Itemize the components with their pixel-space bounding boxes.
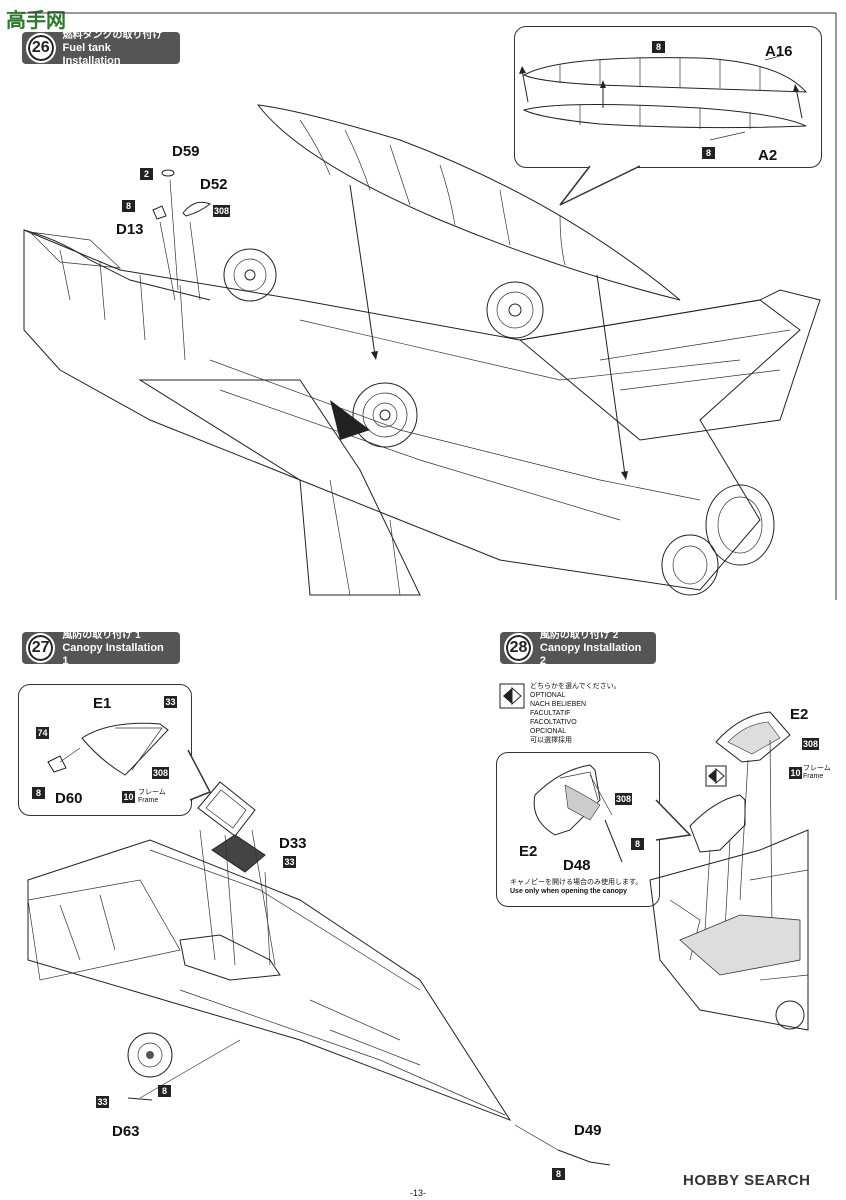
paint-code-308: 308	[802, 738, 820, 750]
optional-line: NACH BELIEBEN	[530, 701, 587, 708]
part-e1: E1	[93, 695, 112, 712]
step-28-header: 28 風防の取り付け 2 Canopy Installation 2	[500, 629, 656, 667]
part-d48: D48	[563, 857, 591, 874]
page-number: -13-	[410, 1188, 427, 1198]
frame-label-jp: フレーム	[138, 789, 166, 796]
part-e2: E2	[519, 843, 538, 860]
paint-code-74: 74	[36, 727, 49, 739]
paint-code-8: 8	[158, 1085, 171, 1097]
part-a2: A2	[758, 147, 778, 164]
part-d63: D63	[112, 1123, 140, 1140]
optional-line: OPTIONAL	[530, 692, 566, 699]
optional-line: OPCIONAL	[530, 728, 567, 735]
part-d33: D33	[279, 835, 307, 852]
paint-code-10: 10	[122, 791, 135, 803]
frame-label: フレーム Frame	[803, 765, 831, 781]
footer-brand: HOBBY SEARCH	[683, 1172, 811, 1189]
part-d60: D60	[55, 790, 83, 807]
paint-code-308: 308	[213, 205, 231, 217]
paint-code-10: 10	[789, 767, 802, 779]
frame-label-en: Frame	[803, 773, 824, 780]
step-number: 28	[504, 633, 533, 663]
site-logo: 高手网	[6, 10, 66, 32]
paint-code-8: 8	[702, 147, 715, 159]
frame-label: フレーム Frame	[138, 789, 166, 805]
frame-label-en: Frame	[138, 797, 159, 804]
paint-code-2: 2	[140, 168, 153, 180]
step-title-jp: 燃料タンクの取り付け	[62, 29, 163, 41]
part-e2: E2	[790, 706, 809, 723]
frame-label-jp: フレーム	[803, 765, 831, 772]
step-title-en: Fuel tank Installation	[62, 41, 121, 67]
fuel-tank-detail-panel	[514, 26, 822, 168]
paint-code-8: 8	[652, 41, 665, 53]
step-27-header: 27 風防の取り付け 1 Canopy Installation 1	[22, 629, 180, 667]
optional-text-block: どちらかを選んでください。 OPTIONAL NACH BELIEBEN FAC…	[530, 682, 621, 745]
canopy-note-jp: キャノピーを開ける場合のみ使用します。	[510, 879, 643, 886]
paint-code-8: 8	[631, 838, 644, 850]
paint-code-33: 33	[164, 696, 177, 708]
paint-code-8: 8	[122, 200, 135, 212]
step-number: 27	[26, 633, 56, 663]
step-26-header: 26 燃料タンクの取り付け Fuel tank Installation	[22, 29, 180, 67]
paint-code-8: 8	[552, 1168, 565, 1180]
part-d49: D49	[574, 1122, 602, 1139]
optional-line: どちらかを選んでください。	[530, 683, 621, 690]
step-number: 26	[26, 33, 56, 63]
paint-code-33: 33	[96, 1096, 109, 1108]
step-title-jp: 風防の取り付け 2	[539, 629, 619, 641]
canopy-open-detail-panel	[496, 752, 660, 907]
step-title-jp: 風防の取り付け 1	[62, 629, 141, 641]
optional-line: 可以選擇採用	[530, 737, 572, 744]
paint-code-8: 8	[32, 787, 45, 799]
optional-line: FACULTATIF	[530, 710, 571, 717]
step-title-en: Canopy Installation 1	[62, 641, 164, 667]
paint-code-33: 33	[283, 856, 296, 868]
part-d13: D13	[116, 221, 144, 238]
canopy-detail-panel	[18, 684, 192, 816]
paint-code-308: 308	[615, 793, 633, 805]
part-a16: A16	[765, 43, 793, 60]
part-d52: D52	[200, 176, 228, 193]
fuel-tank-installation-drawing	[23, 104, 821, 596]
fuel-tank-detail-drawing	[519, 55, 808, 206]
paint-code-308: 308	[152, 767, 170, 779]
part-d59: D59	[172, 143, 200, 160]
optional-line: FACOLTATIVO	[530, 719, 577, 726]
step-title-en: Canopy Installation 2	[539, 641, 642, 667]
canopy-note-en: Use only when opening the canopy	[510, 888, 628, 895]
